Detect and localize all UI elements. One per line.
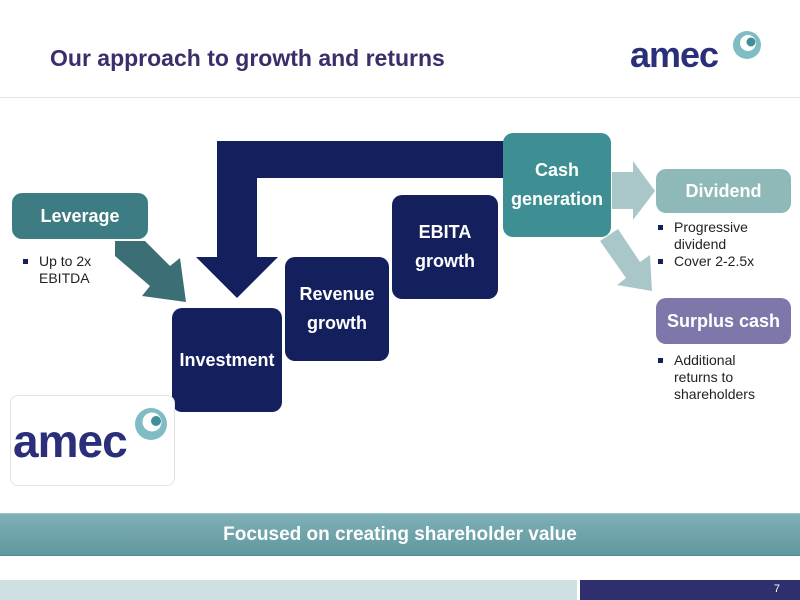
leverage-arrow (115, 241, 186, 302)
surplus-cash-bullet: Additional returns to shareholders (657, 352, 782, 403)
amec-logo-card-swirl-icon (135, 408, 167, 440)
dividend-bullets: Progressive dividend Cover 2-2.5x (657, 219, 787, 270)
footer-banner-text: Focused on creating shareholder value (223, 523, 577, 545)
revenue-growth-line-2: growth (306, 313, 367, 333)
reinvestment-arrow (196, 141, 505, 298)
investment-label: Investment (179, 349, 275, 370)
leverage-box: Leverage (12, 193, 148, 239)
surplus-arrow (600, 229, 652, 291)
surplus-cash-box: Surplus cash (656, 298, 791, 344)
amec-logo-text: amec (630, 34, 719, 75)
footer-banner: Focused on creating shareholder value (0, 513, 800, 556)
leverage-bullets: Up to 2x EBITDA (22, 253, 122, 287)
dividend-arrow (612, 161, 655, 220)
cash-generation-line-1: Cash (534, 160, 579, 180)
surplus-cash-label: Surplus cash (666, 310, 781, 331)
page-number: 7 (773, 583, 780, 595)
amec-logo-swirl-icon (733, 31, 761, 59)
bottom-bar-right (580, 580, 800, 600)
header-divider (0, 97, 800, 98)
amec-logo-card-text: amec (13, 415, 128, 467)
leverage-bullet: Up to 2x EBITDA (22, 253, 122, 287)
revenue-growth-line-1: Revenue (299, 284, 375, 304)
slide-title: Our approach to growth and returns (50, 45, 445, 71)
ebita-growth-line-1: EBITA (418, 222, 472, 242)
revenue-growth-box: Revenue growth (285, 257, 389, 361)
ebita-growth-line-2: growth (415, 251, 475, 271)
amec-logo-card: amec (10, 395, 175, 486)
investment-box: Investment (172, 308, 282, 412)
amec-logo: amec (630, 28, 765, 76)
bottom-bar-left (0, 580, 577, 600)
ebita-growth-box: EBITA growth (392, 195, 498, 299)
dividend-label: Dividend (685, 180, 762, 201)
dividend-bullet: Progressive dividend (657, 219, 787, 253)
dividend-box: Dividend (656, 169, 791, 213)
dividend-bullet: Cover 2-2.5x (657, 253, 787, 270)
surplus-cash-bullets: Additional returns to shareholders (657, 352, 782, 403)
cash-generation-box: Cash generation (503, 133, 611, 237)
leverage-label: Leverage (40, 205, 120, 226)
cash-generation-line-2: generation (510, 189, 603, 209)
